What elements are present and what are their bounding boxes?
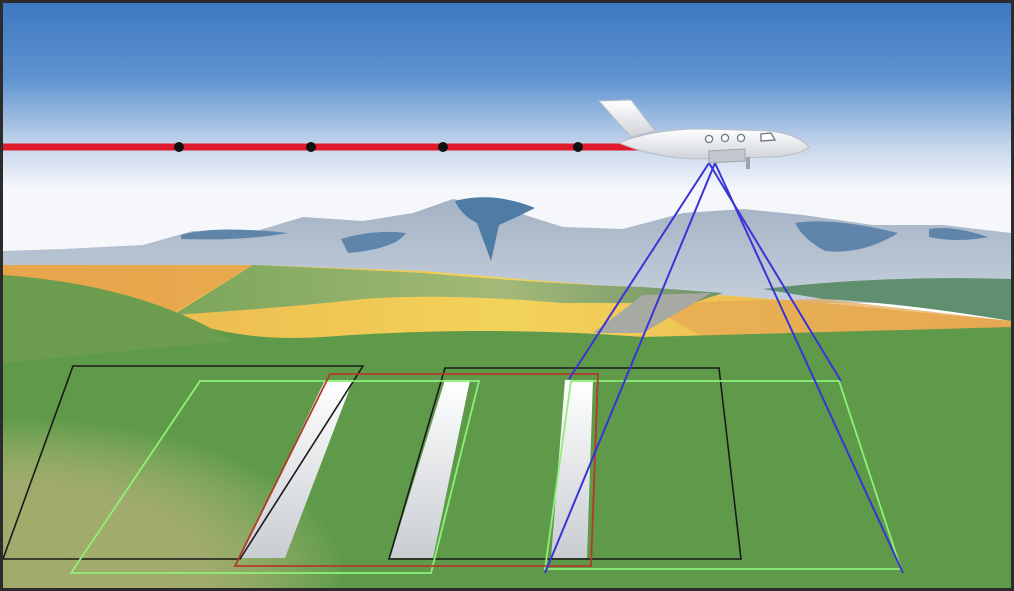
tail-fin	[597, 99, 656, 138]
footprint-black-left	[3, 365, 365, 560]
footprint-red	[233, 373, 599, 567]
waypoint-dot	[306, 142, 316, 152]
mountain-shadow	[455, 197, 535, 261]
window	[704, 134, 714, 144]
window	[736, 133, 746, 143]
mountain-shadow	[929, 228, 988, 240]
orange-field	[643, 299, 1011, 337]
footprint-black-right	[387, 367, 742, 560]
waypoint-dot	[174, 142, 184, 152]
aerial-survey-diagram	[3, 3, 1011, 588]
mountain-shadow	[181, 229, 288, 240]
ground-strip	[551, 380, 593, 558]
far-green-hill	[173, 265, 723, 315]
gear-strut	[746, 157, 750, 169]
scan-line	[714, 162, 904, 574]
mountain-shadow	[795, 221, 898, 252]
cockpit-window	[760, 132, 777, 142]
scan-lines	[544, 162, 904, 574]
scan-line	[568, 162, 710, 380]
waypoints	[174, 142, 583, 152]
footprint-green-left	[69, 380, 481, 574]
airplane-icon	[597, 99, 810, 169]
waypoint-dot	[573, 142, 583, 152]
waypoint-dot	[438, 142, 448, 152]
engine	[708, 148, 746, 164]
far-green-hill	[763, 278, 1011, 321]
ground-strip	[390, 380, 470, 558]
window	[720, 133, 730, 143]
mountain-shadow	[341, 231, 406, 253]
scan-line	[544, 162, 716, 574]
